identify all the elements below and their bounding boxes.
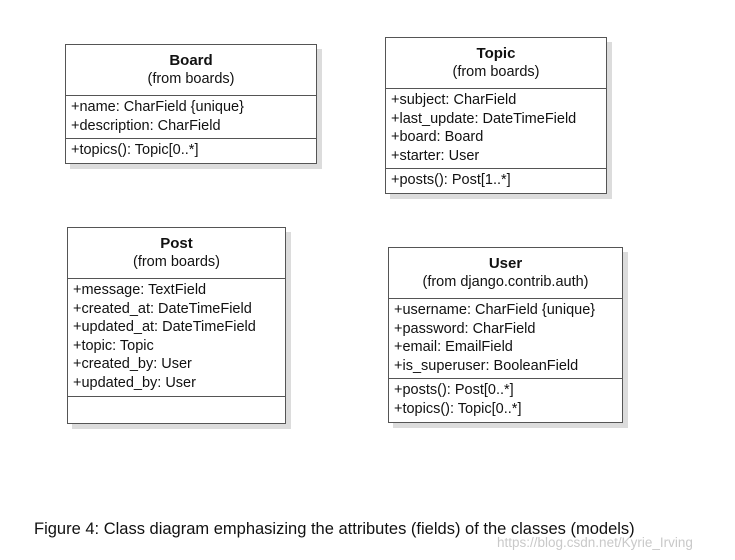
board-method: +topics(): Topic[0..*]: [71, 142, 199, 159]
user-attribute: +email: EmailField: [394, 339, 513, 356]
class-board-name: Board: [169, 52, 213, 69]
post-attribute: +updated_by: User: [73, 374, 196, 391]
topic-attribute: +last_update: DateTimeField: [391, 110, 577, 127]
user-attribute: +is_superuser: BooleanField: [394, 357, 579, 374]
topic-attribute: +subject: CharField: [391, 92, 517, 108]
class-post: Post (from boards) +message: TextField +…: [67, 227, 286, 424]
class-topic-origin: (from boards): [452, 64, 540, 80]
class-board-methods: +topics(): Topic[0..*]: [66, 139, 316, 163]
watermark: https://blog.csdn.net/Kyrie_Irving: [497, 535, 693, 550]
class-user-header: User (from django.contrib.auth): [389, 248, 622, 299]
topic-method: +posts(): Post[1..*]: [391, 172, 511, 189]
user-method: +topics(): Topic[0..*]: [394, 400, 522, 417]
post-attribute: +topic: Topic: [73, 337, 154, 354]
class-post-methods: [68, 397, 285, 423]
user-method: +posts(): Post[0..*]: [394, 382, 514, 399]
board-attribute: +name: CharField {unique}: [71, 99, 244, 115]
post-attribute: +updated_at: DateTimeField: [73, 319, 256, 336]
board-attribute: +description: CharField: [71, 117, 221, 134]
class-topic-header: Topic (from boards): [386, 38, 606, 89]
post-attribute: +message: TextField: [73, 282, 207, 298]
class-post-header: Post (from boards): [68, 228, 285, 279]
class-post-origin: (from boards): [132, 254, 221, 270]
class-board-header: Board (from boards): [66, 45, 316, 96]
class-user: User (from django.contrib.auth) +usernam…: [388, 247, 623, 423]
figure-caption: Figure 4: Class diagram emphasizing the …: [34, 520, 635, 538]
class-topic: Topic (from boards) +subject: CharField …: [385, 37, 607, 194]
class-post-name: Post: [160, 235, 193, 252]
class-user-name: User: [488, 255, 523, 272]
class-board-origin: (from boards): [147, 71, 235, 87]
class-board-attributes: +name: CharField {unique} +description: …: [66, 96, 316, 140]
class-user-methods: +posts(): Post[0..*] +topics(): Topic[0.…: [389, 379, 622, 421]
class-topic-methods: +posts(): Post[1..*]: [386, 169, 606, 193]
user-attribute: +password: CharField: [394, 320, 536, 337]
class-user-origin: (from django.contrib.auth): [422, 274, 589, 290]
class-user-attributes: +username: CharField {unique} +password:…: [389, 299, 622, 380]
post-attribute: +created_at: DateTimeField: [73, 300, 252, 317]
class-post-attributes: +message: TextField +created_at: DateTim…: [68, 279, 285, 397]
class-topic-name: Topic: [476, 45, 516, 62]
topic-attribute: +board: Board: [391, 129, 484, 146]
user-attribute: +username: CharField {unique}: [394, 302, 596, 318]
post-attribute: +created_by: User: [73, 356, 192, 373]
class-topic-attributes: +subject: CharField +last_update: DateTi…: [386, 89, 606, 170]
topic-attribute: +starter: User: [391, 147, 480, 164]
class-board: Board (from boards) +name: CharField {un…: [65, 44, 317, 164]
